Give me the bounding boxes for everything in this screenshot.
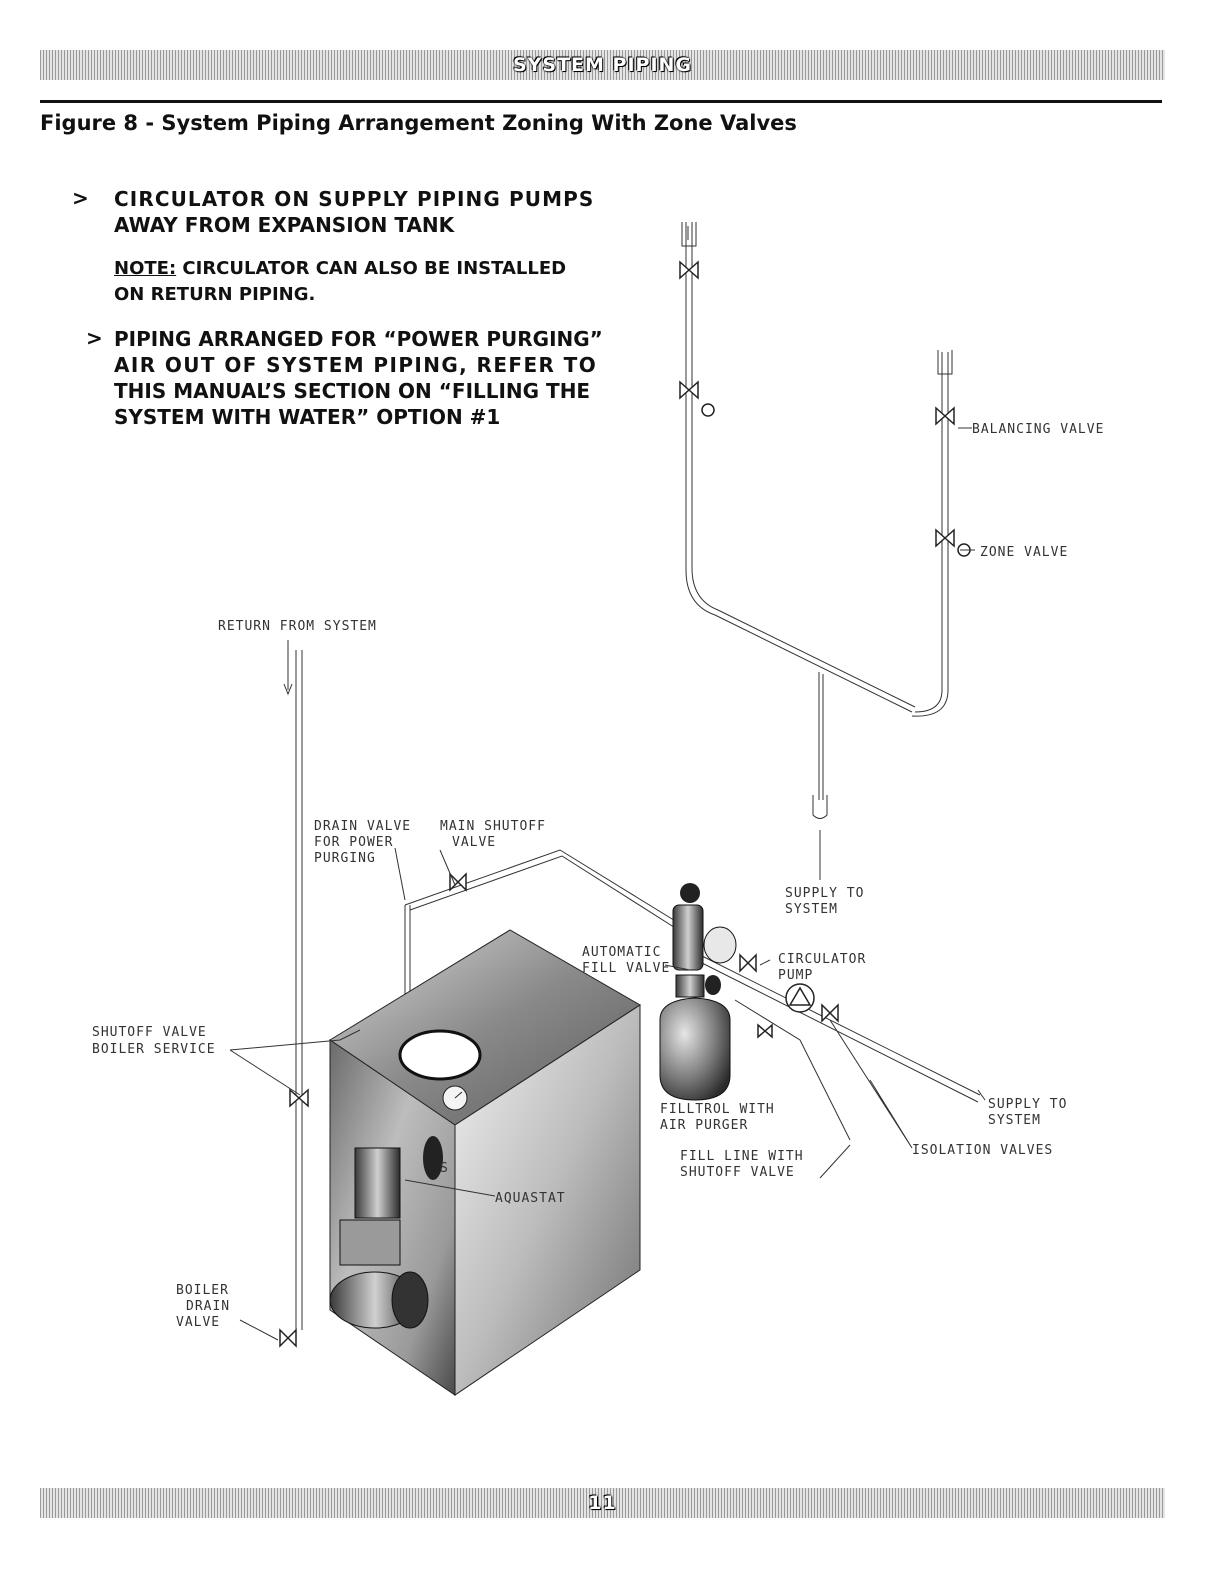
fill-shutoff-valve-icon xyxy=(757,1023,773,1039)
circulator-pump-icon xyxy=(785,983,815,1013)
label-drain-valve-3: PURGING xyxy=(314,851,376,866)
label-balancing-valve: BALANCING VALVE xyxy=(972,422,1104,437)
label-supply-right-1: SUPPLY TO xyxy=(988,1097,1067,1112)
bullet1-line1: CIRCULATOR ON SUPPLY PIPING PUMPS xyxy=(114,187,595,211)
bullet-marker-2: > xyxy=(86,326,103,350)
note-label: NOTE: xyxy=(114,258,177,279)
boiler-drain-valve-icon xyxy=(279,1328,297,1348)
note-line1: NOTE: CIRCULATOR CAN ALSO BE INSTALLED xyxy=(114,256,566,282)
page-number: 11 xyxy=(588,1492,617,1514)
bullet2-line2: AIR OUT OF SYSTEM PIPING, REFER TO xyxy=(114,353,598,377)
label-drain-valve-1: DRAIN VALVE xyxy=(314,819,411,834)
label-shutoff-valve-2: BOILER SERVICE xyxy=(92,1042,216,1057)
bullet1-line2: AWAY FROM EXPANSION TANK xyxy=(114,213,455,237)
label-aquastat: AQUASTAT xyxy=(495,1191,566,1206)
isolation-valve-1-icon xyxy=(739,953,757,973)
boiler-body xyxy=(329,929,641,1396)
zone-actuator-icon xyxy=(701,403,715,417)
label-shutoff-valve-1: SHUTOFF VALVE xyxy=(92,1025,207,1040)
label-isolation-valves: ISOLATION VALVES xyxy=(912,1143,1053,1158)
valve-symbols xyxy=(279,260,971,1348)
section-title: SYSTEM PIPING xyxy=(512,54,693,76)
label-fill-line-1: FILL LINE WITH xyxy=(680,1149,804,1164)
isolation-valve-2-icon xyxy=(821,1003,839,1023)
vent-valve-icon xyxy=(679,260,699,280)
zone-valve-icon xyxy=(935,528,955,548)
main-shutoff-valve-icon xyxy=(449,872,467,892)
label-circulator-2: PUMP xyxy=(778,968,813,983)
label-return-from-system: RETURN FROM SYSTEM xyxy=(218,619,377,634)
expansion-tank xyxy=(659,997,731,1101)
label-supply-top-2: SYSTEM xyxy=(785,902,838,917)
label-main-shutoff-1: MAIN SHUTOFF xyxy=(440,819,546,834)
bullet2-line4: SYSTEM WITH WATER” OPTION #1 xyxy=(114,405,501,429)
return-shutoff-valve-icon xyxy=(289,1088,309,1108)
label-zone-valve: ZONE VALVE xyxy=(980,545,1068,560)
piping-lines xyxy=(295,222,981,1330)
leader-lines xyxy=(229,427,986,1341)
label-boiler-drain-3: VALVE xyxy=(176,1315,220,1330)
label-circulator-1: CIRCULATOR xyxy=(778,952,866,967)
label-automatic-fill-2: FILL VALVE xyxy=(582,961,670,976)
label-boiler-drain-2: DRAIN xyxy=(186,1299,230,1314)
label-main-shutoff-2: VALVE xyxy=(452,835,496,850)
balancing-valve-icon xyxy=(935,406,955,426)
note-line1-text: CIRCULATOR CAN ALSO BE INSTALLED xyxy=(176,258,567,279)
label-aquastat-s: S xyxy=(440,1161,449,1176)
label-supply-right-2: SYSTEM xyxy=(988,1113,1041,1128)
zone-valve-left-icon xyxy=(679,380,699,400)
bullet-marker-1: > xyxy=(72,186,89,210)
bullet2-line1: PIPING ARRANGED FOR “POWER PURGING” xyxy=(114,327,603,351)
label-filltrol-1: FILLTROL WITH xyxy=(660,1102,775,1117)
bullet2-line3: THIS MANUAL’S SECTION ON “FILLING THE xyxy=(114,379,591,403)
return-arrow-icon xyxy=(283,640,293,696)
section-header-bar: SYSTEM PIPING xyxy=(40,50,1165,80)
header-rule xyxy=(40,100,1162,103)
label-supply-top-1: SUPPLY TO xyxy=(785,886,864,901)
note-line2: ON RETURN PIPING. xyxy=(114,284,316,305)
label-automatic-fill-1: AUTOMATIC xyxy=(582,945,661,960)
label-fill-line-2: SHUTOFF VALVE xyxy=(680,1165,795,1180)
supply-connection-icon xyxy=(812,795,828,819)
air-purger xyxy=(672,883,737,998)
air-vent-icon xyxy=(681,222,953,375)
label-boiler-drain-1: BOILER xyxy=(176,1283,229,1298)
page-footer-bar: 11 xyxy=(40,1488,1165,1518)
label-filltrol-2: AIR PURGER xyxy=(660,1118,748,1133)
label-drain-valve-2: FOR POWER xyxy=(314,835,393,850)
figure-caption: Figure 8 - System Piping Arrangement Zon… xyxy=(40,111,797,135)
